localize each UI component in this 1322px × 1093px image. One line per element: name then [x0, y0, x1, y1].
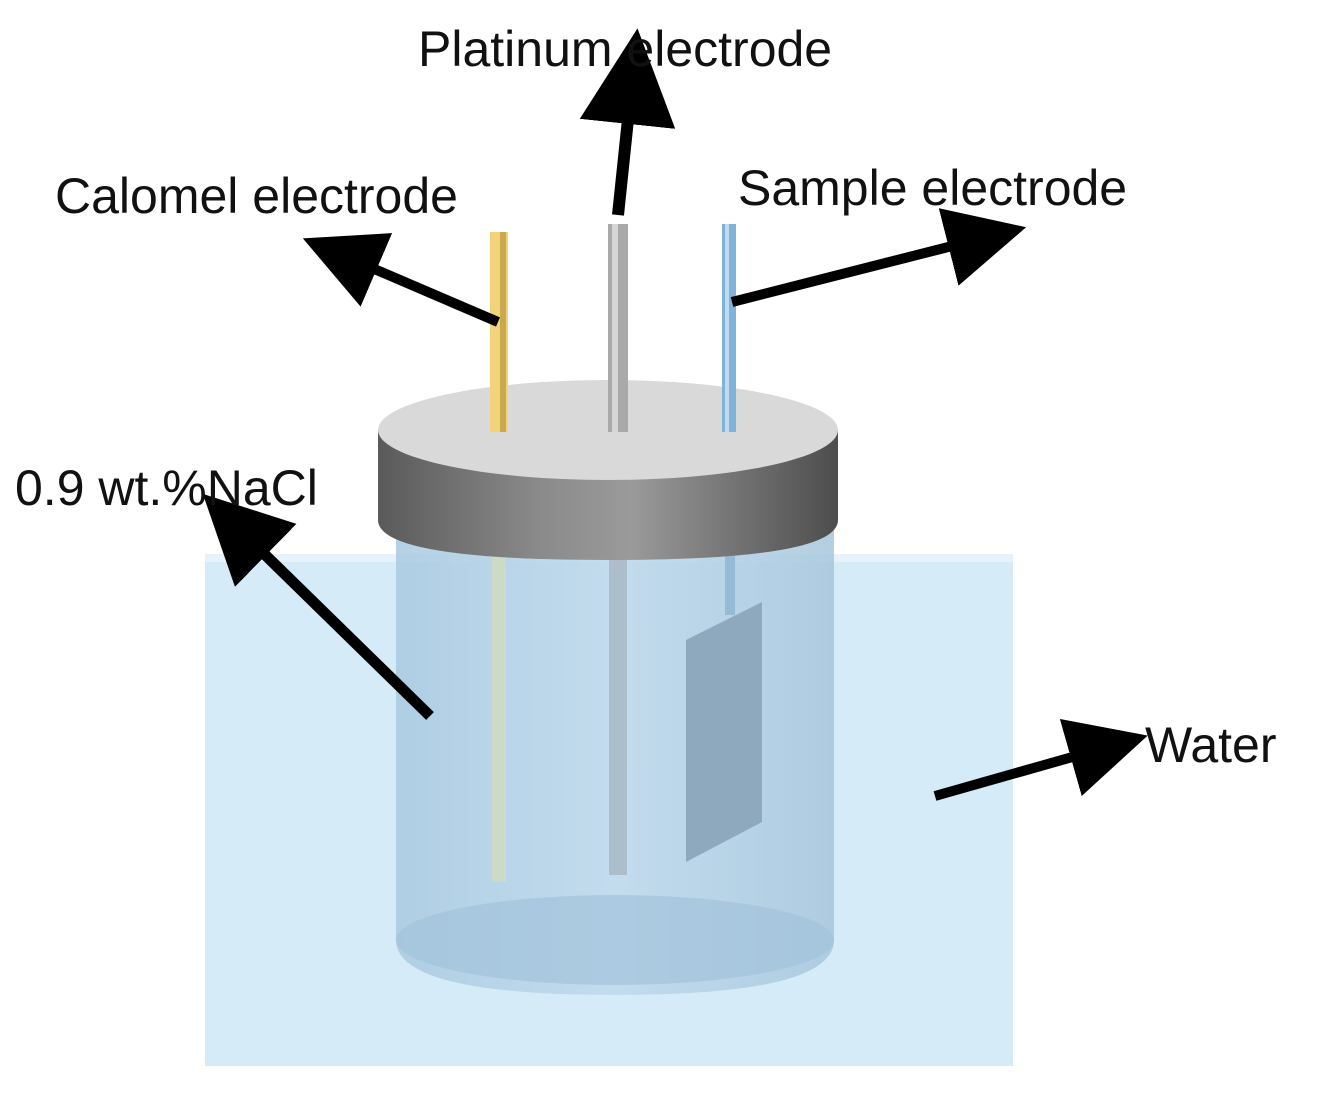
platinum-electrode-label: Platinum electrode [418, 21, 832, 77]
arrow-icon [302, 233, 500, 327]
nacl-solution-label: 0.9 wt.%NaCl [15, 460, 318, 516]
calomel-rod-lower [492, 520, 506, 882]
cell-bottom [396, 895, 834, 985]
sample-rod-lower [725, 520, 735, 615]
water-label: Water [1145, 717, 1277, 773]
platinum-rod-highlight [612, 224, 618, 432]
calomel-electrode-label: Calomel electrode [55, 168, 458, 224]
arrow-icon [579, 28, 676, 216]
calomel-rod-shade [500, 232, 506, 432]
platinum-rod-lower [609, 520, 627, 875]
sample-electrode-label: Sample electrode [738, 160, 1127, 216]
arrow-icon [730, 208, 1027, 307]
arrow-icon [202, 493, 434, 720]
sample-rod-highlight [725, 224, 729, 432]
sample-plate [686, 602, 762, 862]
arrow-icon [933, 718, 1148, 801]
